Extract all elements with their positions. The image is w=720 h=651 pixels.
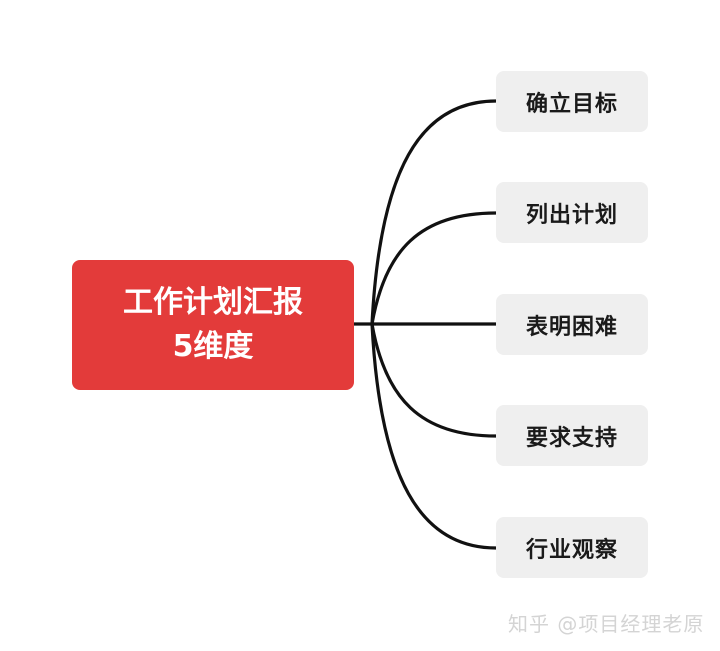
branch-node-1[interactable]: 确立目标	[496, 71, 648, 132]
branch-label: 要求支持	[525, 425, 618, 451]
branch-node-5[interactable]: 行业观察	[496, 517, 648, 578]
root-node[interactable]: 工作计划汇报 5维度	[72, 260, 354, 390]
branch-label: 列出计划	[525, 202, 618, 228]
connector-branch-4	[370, 322, 498, 438]
connector-branch-5	[370, 322, 498, 550]
root-title-line1: 工作计划汇报	[123, 285, 303, 320]
watermark: 知乎 @项目经理老原	[508, 612, 705, 636]
branch-label: 行业观察	[525, 537, 618, 563]
branch-label: 确立目标	[525, 91, 618, 117]
branch-node-2[interactable]: 列出计划	[496, 182, 648, 243]
branch-label: 表明困难	[525, 314, 618, 340]
connector-branch-2	[370, 211, 498, 326]
branch-node-4[interactable]: 要求支持	[496, 405, 648, 466]
connector-branch-1	[370, 99, 498, 326]
root-title-line2: 5维度	[172, 329, 254, 364]
branch-node-3[interactable]: 表明困难	[496, 294, 648, 355]
